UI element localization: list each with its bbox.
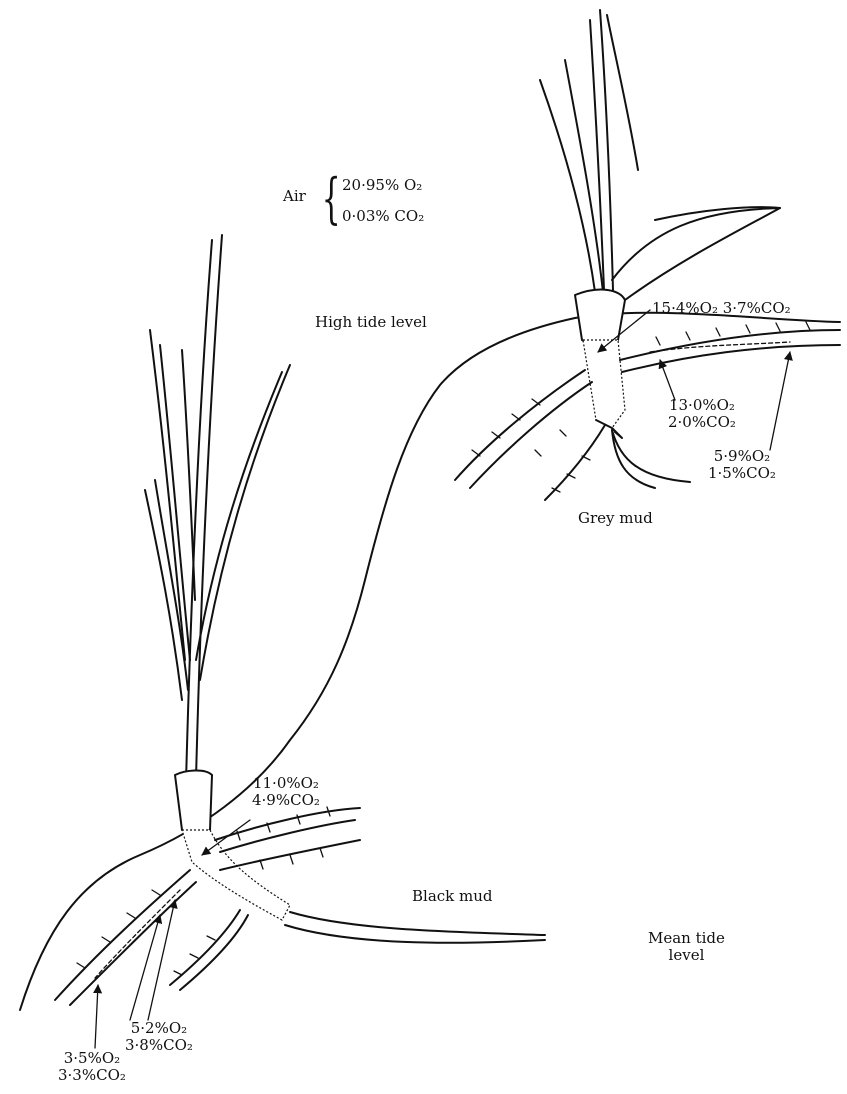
arrow-lower-root-tip <box>95 985 98 1048</box>
high-tide-label: High tide level <box>315 314 427 331</box>
lower-root-mid-gas: 5·2%O₂ 3·8%CO₂ <box>125 1020 193 1055</box>
upper-root-mid-gas: 13·0%O₂ 2·0%CO₂ <box>668 397 736 432</box>
mean-tide-line2: level <box>648 947 725 964</box>
lower-root-mid-o2: 5·2%O₂ <box>125 1020 193 1037</box>
air-o2-value: 20·95% O₂ <box>342 177 422 194</box>
upper-root-mid-co2: 2·0%CO₂ <box>668 414 736 431</box>
arrow-upper-root-tip <box>770 352 790 450</box>
upper-root-tip-o2: 5·9%O₂ <box>708 448 776 465</box>
air-brace: { <box>322 172 341 226</box>
lower-stem-gas: 11·0%O₂ 4·9%CO₂ <box>252 775 320 810</box>
lower-stem-o2: 11·0%O₂ <box>252 775 320 792</box>
air-label: Air <box>283 188 306 205</box>
lower-root-tip-gas: 3·5%O₂ 3·3%CO₂ <box>58 1050 126 1085</box>
mean-tide-line1: Mean tide <box>648 930 725 947</box>
grey-mud-label: Grey mud <box>578 510 653 527</box>
upper-root-tip-gas: 5·9%O₂ 1·5%CO₂ <box>708 448 776 483</box>
lower-root-tip-o2: 3·5%O₂ <box>58 1050 126 1067</box>
lower-stem-co2: 4·9%CO₂ <box>252 792 320 809</box>
upper-root-mid-o2: 13·0%O₂ <box>668 397 736 414</box>
lower-root-tip-co2: 3·3%CO₂ <box>58 1067 126 1084</box>
arrow-upper-root-mid <box>660 360 675 400</box>
mean-tide-label: Mean tide level <box>648 930 725 965</box>
upper-stem-gas: 15·4%O₂ 3·7%CO₂ <box>652 300 791 317</box>
upper-plant <box>455 10 840 500</box>
upper-root-tip-co2: 1·5%CO₂ <box>708 465 776 482</box>
air-co2-value: 0·03% CO₂ <box>342 208 424 225</box>
lower-root-mid-co2: 3·8%CO₂ <box>125 1037 193 1054</box>
black-mud-label: Black mud <box>412 888 493 905</box>
